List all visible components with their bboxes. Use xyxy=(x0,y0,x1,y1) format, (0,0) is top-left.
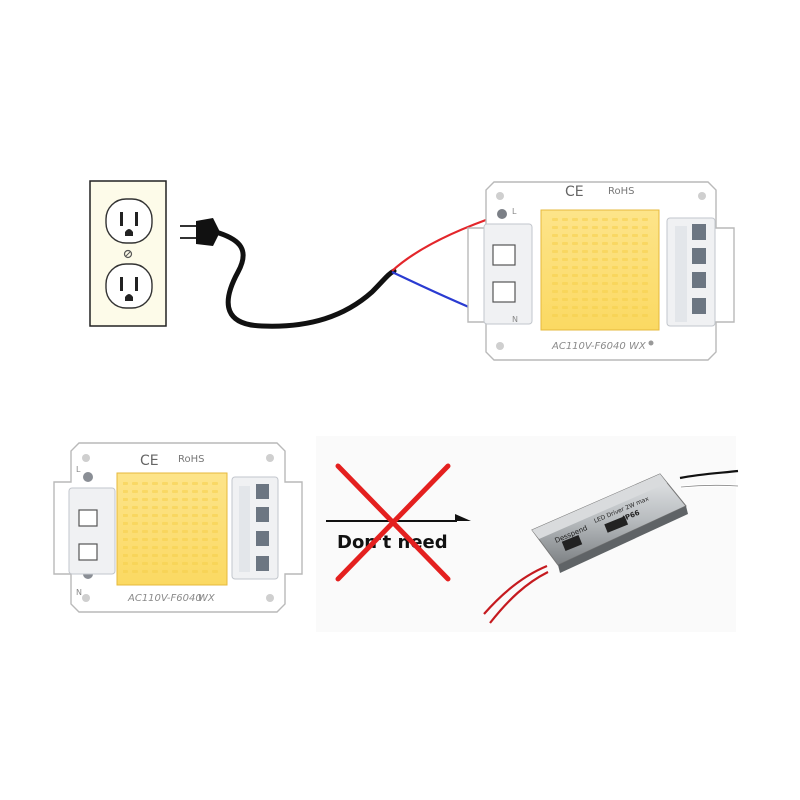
pin-label-l-bottom: L xyxy=(76,465,81,474)
wire-live xyxy=(391,213,501,272)
notice-panel xyxy=(316,436,736,632)
model-label-bottom: AC110V-F6040 xyxy=(127,593,202,604)
arrow-head xyxy=(455,514,471,521)
model-label-top: AC110V-F6040 xyxy=(551,341,626,352)
ce-mark-bottom: CE xyxy=(140,453,159,469)
rohs-label-bottom: RoHS xyxy=(178,454,204,465)
power-cord xyxy=(216,230,397,329)
ce-mark-top: CE xyxy=(565,184,584,200)
cob-chip-bottom xyxy=(53,442,303,613)
pin-label-n-bottom: N xyxy=(76,588,82,597)
wall-outlet xyxy=(89,180,167,327)
maker-label-top: WX xyxy=(629,341,647,352)
dont-need-label: Don't need xyxy=(337,532,448,553)
plug xyxy=(180,218,220,246)
pin-label-n-top: N xyxy=(512,315,518,324)
led-driver xyxy=(483,469,739,624)
maker-label-bottom: WX xyxy=(198,593,216,604)
cross-icon xyxy=(335,463,451,582)
cob-chip-top xyxy=(467,181,735,361)
pin-label-l-top: L xyxy=(512,207,517,216)
rohs-label-top: RoHS xyxy=(608,186,634,197)
